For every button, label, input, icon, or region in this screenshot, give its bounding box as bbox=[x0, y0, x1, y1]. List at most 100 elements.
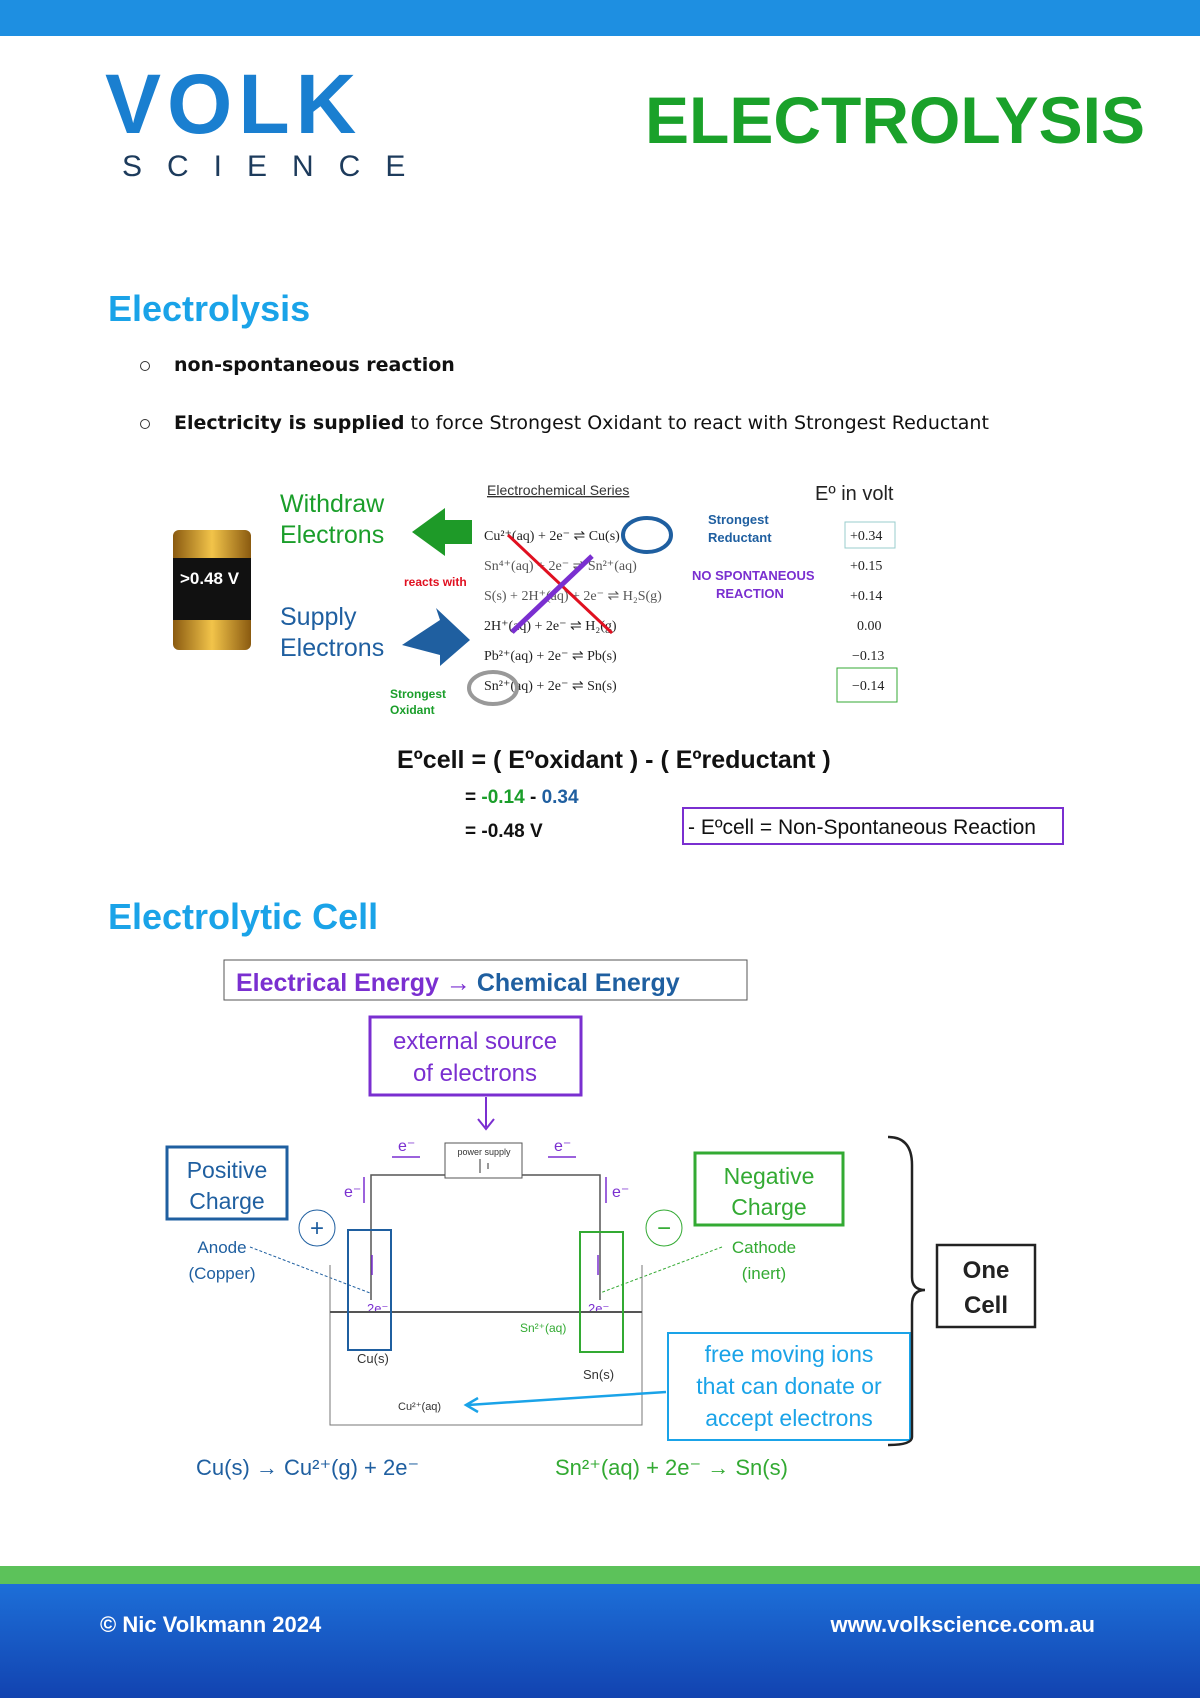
svg-text:+: + bbox=[310, 1215, 324, 1242]
two-electron-label: 2e⁻ bbox=[588, 1301, 609, 1316]
sn-solid-label: Sn(s) bbox=[583, 1367, 614, 1382]
formula-eq: = bbox=[465, 787, 481, 808]
withdraw-label: Electrons bbox=[280, 521, 384, 549]
external-source-label: of electrons bbox=[413, 1060, 537, 1087]
arrow-left-icon bbox=[412, 508, 472, 556]
formula-oxidant-value: -0.14 bbox=[481, 787, 525, 808]
formula-reductant-value: 0.34 bbox=[542, 787, 579, 808]
strongest-reductant-label: Reductant bbox=[708, 530, 772, 545]
note-box bbox=[682, 807, 1064, 845]
no-spontaneous-label: REACTION bbox=[716, 586, 784, 601]
one-cell-box bbox=[935, 1243, 1037, 1329]
highlight-box bbox=[844, 521, 896, 549]
svg-text:Electrical Energy →Chemical En: Electrical Energy →Chemical Energy bbox=[236, 969, 680, 997]
copyright: © Nic Volkmann 2024 bbox=[100, 1612, 322, 1637]
bullet-bold: Electricity is supplied bbox=[174, 412, 405, 434]
circle-reductant bbox=[621, 516, 673, 554]
plus-icon bbox=[298, 1209, 336, 1247]
cu-solid-label: Cu(s) bbox=[357, 1351, 389, 1366]
two-electron-label: 2e⁻ bbox=[367, 1301, 388, 1316]
section-heading-electrolysis: Electrolysis bbox=[108, 288, 311, 329]
one-cell-label: Cell bbox=[964, 1292, 1008, 1319]
section-heading-electrolytic-cell: Electrolytic Cell bbox=[108, 896, 379, 937]
eo-value: +0.34 bbox=[850, 529, 882, 544]
anode-pointer bbox=[249, 1246, 371, 1294]
bullet-bold: non-spontaneous reaction bbox=[174, 354, 455, 376]
negative-charge-label: Negative bbox=[724, 1163, 815, 1189]
wire bbox=[522, 1174, 601, 1300]
power-supply-icon bbox=[444, 1142, 523, 1179]
footer: © Nic Volkmann 2024 www.volkscience.com.… bbox=[0, 1584, 1200, 1698]
energy-box bbox=[223, 959, 748, 1001]
electrochemical-series-figure: >0.48 V Withdraw Electrons Supply Electr… bbox=[173, 482, 1064, 845]
anode-label: Anode bbox=[197, 1238, 246, 1257]
logo-subtitle: SCIENCE bbox=[122, 150, 431, 183]
strongest-oxidant-label: Strongest bbox=[390, 687, 446, 701]
eo-value: +0.15 bbox=[850, 559, 882, 574]
series-equation: 2H⁺(aq) + 2e⁻ ⇌ H₂(g) bbox=[484, 619, 617, 634]
svg-text:−: − bbox=[657, 1215, 671, 1242]
cathode-electrode bbox=[579, 1231, 624, 1353]
circle-oxidant bbox=[467, 670, 519, 706]
no-spontaneous-label: NO SPONTANEOUS bbox=[692, 568, 815, 583]
cathode-equation: Sn²⁺(aq) + 2e⁻ → Sn(s) bbox=[555, 1455, 788, 1480]
withdraw-label: Withdraw bbox=[280, 490, 385, 518]
positive-charge-label: Positive bbox=[187, 1157, 268, 1183]
cell-formula: Eºcell = ( Eºoxidant ) - ( Eºreductant ) bbox=[397, 746, 831, 774]
website-link[interactable]: www.volkscience.com.au bbox=[830, 1612, 1095, 1637]
strongest-oxidant-label: Oxidant bbox=[390, 703, 435, 717]
eo-value: −0.14 bbox=[852, 679, 884, 694]
external-source-box bbox=[368, 1015, 583, 1097]
top-bar bbox=[0, 0, 1200, 36]
arrow-left-icon bbox=[463, 1390, 667, 1414]
free-ions-box bbox=[667, 1332, 911, 1441]
series-title: Electrochemical Series bbox=[487, 482, 629, 498]
bullet-item: non-spontaneous reaction bbox=[140, 354, 455, 376]
chemical-energy-label: Chemical Energy bbox=[477, 969, 680, 997]
series-equation: Sn²⁺(aq) + 2e⁻ ⇌ Sn(s) bbox=[484, 679, 617, 694]
electrical-energy-label: Electrical Energy → bbox=[236, 969, 471, 997]
page-title: ELECTROLYSIS bbox=[645, 83, 1145, 157]
sn-ion-label: Sn²⁺(aq) bbox=[520, 1321, 566, 1335]
free-ions-label: that can donate or bbox=[696, 1373, 882, 1399]
negative-charge-label: Charge bbox=[731, 1194, 806, 1220]
one-cell-label: One bbox=[963, 1257, 1010, 1284]
electrolytic-cell-diagram: Electrical Energy →Chemical Energy exter… bbox=[165, 959, 1037, 1480]
eo-value: +0.14 bbox=[850, 589, 882, 604]
eo-value: −0.13 bbox=[852, 649, 884, 664]
electron-label: e⁻ bbox=[344, 1184, 361, 1201]
cathode-pointer bbox=[599, 1246, 723, 1294]
cathode-label: Cathode bbox=[732, 1238, 796, 1257]
formula-result: = -0.48 V bbox=[465, 821, 543, 842]
arrow-right-icon bbox=[402, 608, 470, 666]
bullet-text: to force Strongest Oxidant to react with… bbox=[404, 412, 989, 434]
electron-label: e⁻ bbox=[554, 1138, 571, 1155]
cross-line bbox=[510, 554, 594, 634]
series-equation: Sn⁴⁺(aq) + 2e⁻ ⇌ Sn²⁺(aq) bbox=[484, 559, 637, 574]
cu-ion-label: Cu²⁺(aq) bbox=[398, 1401, 441, 1413]
strongest-reductant-label: Strongest bbox=[708, 512, 769, 527]
footer-strip bbox=[0, 1566, 1200, 1584]
minus-icon bbox=[645, 1209, 683, 1247]
arrow-down-icon bbox=[477, 1097, 495, 1131]
eo-header: Eº in volt bbox=[815, 483, 894, 505]
beaker bbox=[329, 1265, 643, 1426]
free-ions-label: accept electrons bbox=[705, 1405, 872, 1431]
anode-label: (Copper) bbox=[188, 1264, 255, 1283]
non-spontaneous-note: - Eºcell = Non-Spontaneous Reaction bbox=[688, 816, 1036, 839]
highlight-box bbox=[836, 667, 898, 703]
formula-minus: - bbox=[525, 787, 542, 808]
brace bbox=[887, 1135, 926, 1447]
wire bbox=[370, 1174, 445, 1300]
series-equation: Pb²⁺(aq) + 2e⁻ ⇌ Pb(s) bbox=[484, 649, 617, 664]
cell-symbol-icon bbox=[479, 1159, 489, 1173]
bullet-icon bbox=[140, 361, 150, 371]
supply-label: Supply bbox=[280, 603, 357, 631]
electron-label: e⁻ bbox=[612, 1184, 629, 1201]
electron-label: e⁻ bbox=[398, 1138, 415, 1155]
reacts-with-label: reacts with bbox=[404, 575, 467, 589]
series-equation: Cu²⁺(aq) + 2e⁻ ⇌ Cu(s) bbox=[484, 529, 620, 544]
positive-charge-box bbox=[165, 1145, 289, 1221]
external-source-label: external source bbox=[393, 1028, 557, 1055]
electron-flow-arrows bbox=[363, 1156, 607, 1275]
